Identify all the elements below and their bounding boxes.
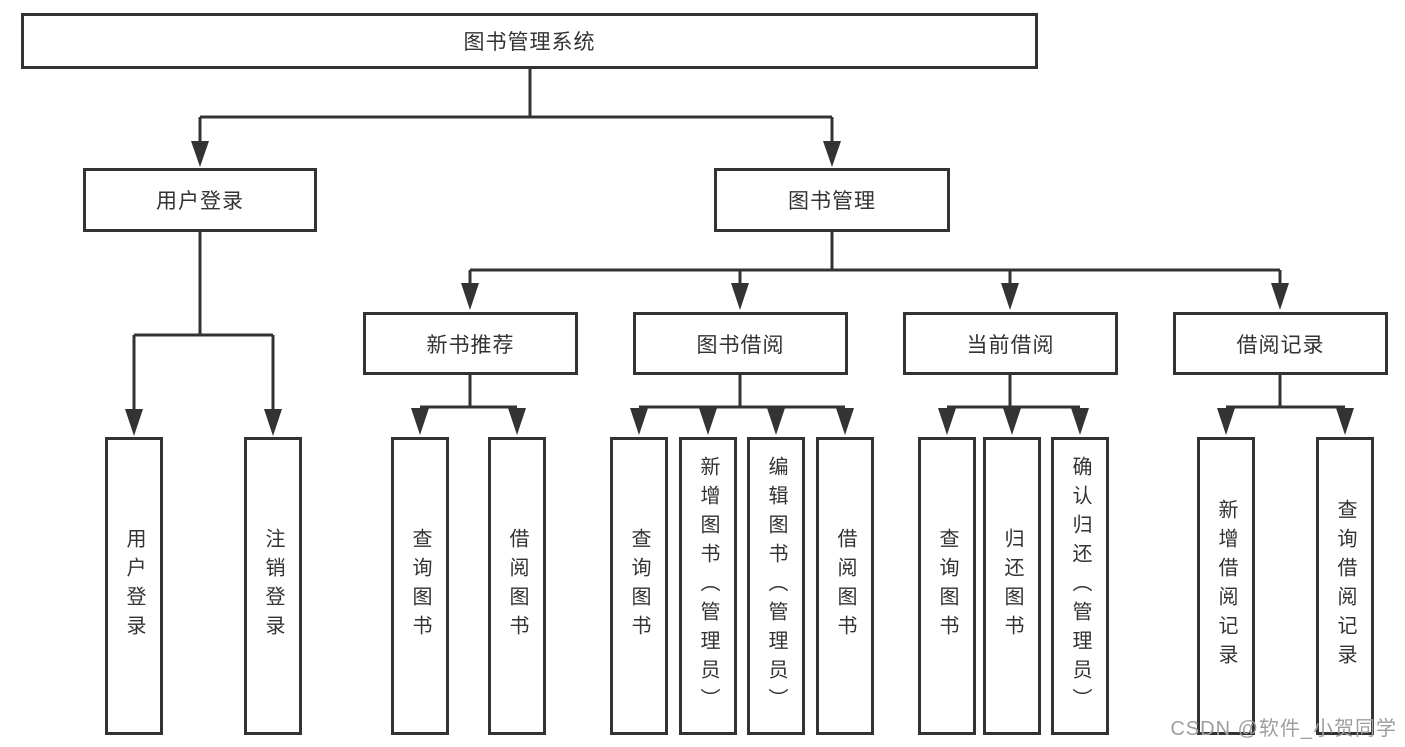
leaf-confirm-return-admin: 确认归还（管理员） xyxy=(1051,437,1109,735)
node-book-management: 图书管理 xyxy=(714,168,950,232)
arrowhead-icon xyxy=(767,408,785,435)
node-label: 图书管理系统 xyxy=(463,31,596,54)
arrowhead-icon xyxy=(731,283,749,310)
csdn-watermark: CSDN @软件_小贺同学 xyxy=(1170,718,1397,740)
node-label: 当前借阅 xyxy=(966,333,1055,357)
arrowhead-icon xyxy=(938,408,956,435)
arrowhead-icon xyxy=(264,409,282,436)
arrowhead-icon xyxy=(699,408,717,435)
leaf-add-borrow-record: 新增借阅记录 xyxy=(1197,437,1255,735)
node-borrowing-records: 借阅记录 xyxy=(1173,312,1388,375)
connector-paths xyxy=(132,69,1345,411)
node-book-borrowing: 图书借阅 xyxy=(633,312,848,375)
leaf-label: 借阅图书 xyxy=(506,528,528,644)
leaf-label: 查询图书 xyxy=(409,528,431,644)
arrowhead-icon xyxy=(461,283,479,310)
leaf-logout-login: 注销登录 xyxy=(244,437,302,735)
leaf-label: 新增图书（管理员） xyxy=(697,455,719,717)
leaf-borrow-books-recommend: 借阅图书 xyxy=(488,437,546,735)
leaf-label: 查询借阅记录 xyxy=(1334,499,1356,673)
arrowhead-icon xyxy=(836,408,854,435)
node-label: 借阅记录 xyxy=(1236,333,1325,357)
node-library-management-system: 图书管理系统 xyxy=(21,13,1038,69)
leaf-query-books-recommend: 查询图书 xyxy=(391,437,449,735)
leaf-query-borrow-record: 查询借阅记录 xyxy=(1316,437,1374,735)
arrowhead-icon xyxy=(1001,283,1019,310)
leaf-query-books-current: 查询图书 xyxy=(918,437,976,735)
leaf-label: 用户登录 xyxy=(123,528,145,644)
leaf-user-login: 用户登录 xyxy=(105,437,163,735)
leaf-edit-books-admin: 编辑图书（管理员） xyxy=(747,437,805,735)
leaf-return-books: 归还图书 xyxy=(983,437,1041,735)
node-label: 新书推荐 xyxy=(426,333,515,357)
node-new-book-recommend: 新书推荐 xyxy=(363,312,578,375)
leaf-label: 编辑图书（管理员） xyxy=(765,455,787,717)
arrowhead-icon xyxy=(508,408,526,435)
leaf-query-books-borrowing: 查询图书 xyxy=(610,437,668,735)
node-user-login: 用户登录 xyxy=(83,168,317,232)
arrowhead-icon xyxy=(125,409,143,436)
arrowhead-icon xyxy=(630,408,648,435)
leaf-label: 新增借阅记录 xyxy=(1215,499,1237,673)
arrowhead-icon xyxy=(1071,408,1089,435)
leaf-label: 查询图书 xyxy=(628,528,650,644)
arrowhead-icon xyxy=(823,141,841,167)
arrowhead-icon xyxy=(1336,408,1354,435)
arrowhead-icon xyxy=(191,141,209,167)
arrowhead-icon xyxy=(1217,408,1235,435)
leaf-label: 查询图书 xyxy=(936,528,958,644)
arrowhead-icons xyxy=(125,141,1354,436)
leaf-label: 借阅图书 xyxy=(834,528,856,644)
node-current-borrowing: 当前借阅 xyxy=(903,312,1118,375)
node-label: 用户登录 xyxy=(156,190,244,213)
leaf-add-books-admin: 新增图书（管理员） xyxy=(679,437,737,735)
arrowhead-icon xyxy=(411,408,429,435)
leaf-label: 确认归还（管理员） xyxy=(1069,455,1091,717)
leaf-borrow-books-borrowing: 借阅图书 xyxy=(816,437,874,735)
node-label: 图书借阅 xyxy=(696,333,785,357)
node-label: 图书管理 xyxy=(788,190,876,213)
arrowhead-icon xyxy=(1271,283,1289,310)
leaf-label: 注销登录 xyxy=(262,528,284,644)
arrowhead-icon xyxy=(1003,408,1021,435)
leaf-label: 归还图书 xyxy=(1001,528,1023,644)
